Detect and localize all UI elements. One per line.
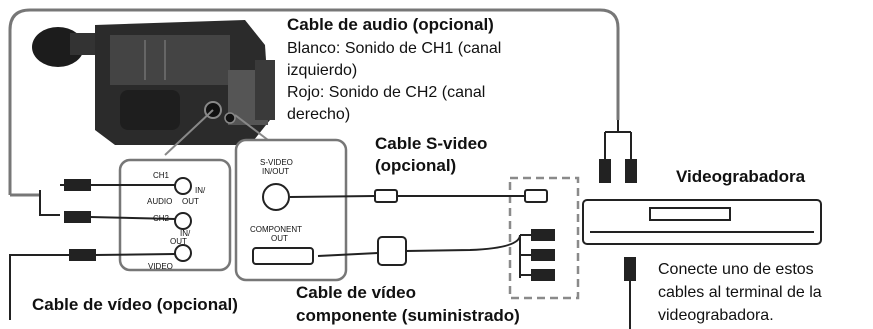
component-out-label: OUT xyxy=(271,234,288,243)
camcorder-illustration xyxy=(32,20,275,145)
ch2-in-label: IN/ xyxy=(180,229,191,238)
ch1-in-label: IN/ xyxy=(195,186,206,195)
svideo-port-icon xyxy=(262,183,290,211)
audio-cable-title: Cable de audio (opcional) xyxy=(287,15,494,34)
svideo-port-label: S-VIDEO xyxy=(260,158,293,167)
svideo-cable xyxy=(289,189,548,203)
audio-cable-red-line: Rojo: Sonido de CH2 (canal xyxy=(287,84,486,101)
connect-note-line-3: videograbadora. xyxy=(658,307,774,324)
audio-cable-plugs xyxy=(39,179,176,223)
ch2-port-icon xyxy=(174,212,192,230)
svideo-cable-title: Cable S-video xyxy=(375,134,488,153)
audio-cable-red-line-2: derecho) xyxy=(287,106,351,123)
video-port-label: VIDEO xyxy=(148,262,173,271)
vcr-input-dashed-box xyxy=(508,176,580,300)
vcr-audio-plugs xyxy=(599,120,637,183)
connect-note-line-1: Conecte uno de estos xyxy=(658,261,814,278)
av-port-panel xyxy=(118,158,232,272)
video-cable-label: Cable de vídeo (opcional) xyxy=(32,295,238,314)
connect-note-line-2: cables al terminal de la xyxy=(658,284,822,301)
component-port-icon xyxy=(252,247,314,265)
ch1-port-icon xyxy=(174,177,192,195)
ch1-port-label: CH1 xyxy=(153,171,170,180)
ch1-out-label: OUT xyxy=(182,197,199,206)
leader-line-audio xyxy=(164,109,214,156)
audio-cable-white-line: Blanco: Sonido de CH1 (canal xyxy=(287,40,502,57)
video-cable-lower-route xyxy=(9,254,70,320)
video-cable-plug xyxy=(69,249,176,261)
svideo-inout-label: IN/OUT xyxy=(262,167,290,176)
component-cable-subtitle: componente (suministrado) xyxy=(296,306,520,325)
video-port-icon xyxy=(174,244,192,262)
vcr-illustration xyxy=(582,199,822,245)
audio-port-label: AUDIO xyxy=(147,197,173,206)
component-cable-title: Cable de vídeo xyxy=(296,283,416,302)
vcr-label: Videograbadora xyxy=(676,167,806,186)
audio-cable-route xyxy=(8,8,620,195)
leader-line-svideo xyxy=(234,114,269,141)
svideo-component-panel xyxy=(234,138,348,282)
ch2-out-label: OUT xyxy=(170,237,187,246)
component-port-label: COMPONENT xyxy=(250,225,302,234)
ch2-port-label: CH2 xyxy=(153,214,170,223)
vcr-video-plug xyxy=(624,257,636,329)
component-cable xyxy=(317,229,555,281)
svideo-cable-subtitle: (opcional) xyxy=(375,156,457,175)
audio-cable-white-line-2: izquierdo) xyxy=(287,62,358,79)
